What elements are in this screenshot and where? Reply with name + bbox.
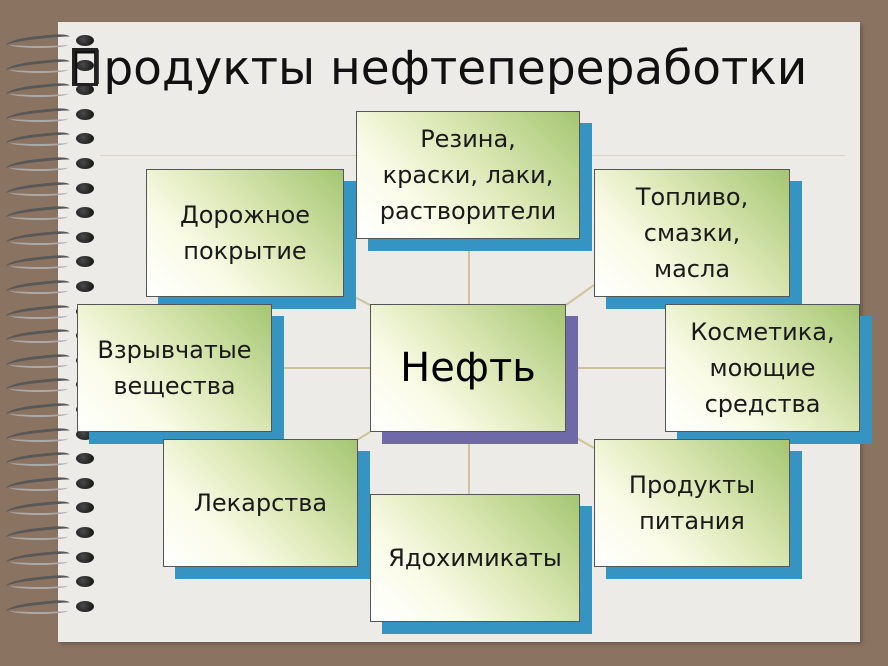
spiral-wire-highlight	[10, 459, 68, 467]
binding-hole	[76, 108, 94, 120]
node-explosives: Взрывчатые вещества	[77, 304, 272, 432]
spiral-ring	[5, 450, 102, 470]
binding-hole	[76, 158, 94, 169]
spiral-ring	[5, 180, 102, 199]
spiral-ring	[5, 573, 102, 593]
slide-title: Продукты нефтепереработки	[68, 41, 808, 96]
binding-hole	[76, 428, 94, 440]
spiral-ring	[5, 598, 102, 618]
spiral-ring	[5, 81, 102, 101]
spiral-wire-highlight	[10, 115, 68, 122]
spiral-wire-highlight	[10, 558, 68, 565]
spiral-wire-highlight	[10, 582, 68, 590]
binding-hole	[76, 133, 94, 145]
binding-hole	[76, 231, 94, 243]
spiral-wire-highlight	[10, 336, 68, 344]
spiral-wire-highlight	[10, 607, 68, 614]
spiral-wire-highlight	[10, 139, 68, 147]
binding-hole	[76, 477, 94, 489]
node-pesticides: Ядохимикаты	[370, 494, 580, 622]
spiral-wire-highlight	[10, 164, 68, 171]
binding-hole	[76, 502, 94, 514]
spiral-ring	[5, 524, 102, 544]
spiral-wire-highlight	[10, 41, 68, 48]
spiral-ring	[5, 500, 102, 519]
spiral-wire-highlight	[10, 287, 68, 294]
node-fuel-lubricants: Топливо, смазки, масла	[594, 169, 790, 297]
spiral-ring	[5, 549, 102, 568]
spiral-wire-highlight	[10, 189, 68, 196]
spiral-wire-highlight	[10, 533, 68, 540]
binding-hole	[76, 59, 94, 71]
node-road-surface: Дорожное покрытие	[146, 169, 344, 297]
binding-hole	[76, 453, 94, 465]
spiral-ring	[5, 426, 102, 445]
spiral-wire-highlight	[10, 90, 68, 98]
spiral-wire-highlight	[10, 312, 68, 319]
spiral-wire-highlight	[10, 435, 68, 442]
node-medicine: Лекарства	[163, 439, 358, 567]
spiral-wire-highlight	[10, 385, 68, 393]
spiral-ring	[5, 475, 102, 495]
spiral-wire-highlight	[10, 213, 68, 221]
spiral-ring	[5, 106, 102, 126]
spiral-ring	[5, 131, 102, 150]
spiral-ring	[5, 278, 102, 298]
node-cosmetics-detergents: Косметика, моющие средства	[665, 304, 860, 432]
binding-hole	[76, 207, 94, 219]
binding-hole	[76, 527, 94, 538]
spiral-wire-highlight	[10, 361, 68, 368]
spiral-wire-highlight	[10, 484, 68, 491]
binding-hole	[76, 256, 94, 268]
spiral-ring	[5, 32, 102, 52]
binding-hole	[76, 600, 94, 612]
spiral-wire-highlight	[10, 66, 68, 73]
node-food-products: Продукты питания	[594, 439, 790, 567]
binding-hole	[76, 84, 94, 96]
node-rubber-paints: Резина, краски, лаки, растворители	[356, 111, 580, 239]
spiral-ring	[5, 57, 102, 76]
connector-top-right	[565, 284, 595, 306]
spiral-ring	[5, 204, 102, 224]
binding-hole	[76, 551, 94, 563]
spiral-wire-highlight	[10, 262, 68, 270]
spiral-wire-highlight	[10, 410, 68, 417]
spiral-wire-highlight	[10, 508, 68, 516]
connector-bottom-left	[356, 431, 371, 441]
binding-hole	[76, 182, 94, 194]
spiral-wire-highlight	[10, 238, 68, 245]
binding-hole	[76, 576, 94, 588]
node-oil-center: Нефть	[370, 304, 566, 432]
spiral-ring	[5, 254, 102, 273]
binding-hole	[76, 281, 94, 292]
title-box-glyph	[72, 48, 98, 86]
spiral-ring	[5, 155, 102, 175]
spiral-ring	[5, 229, 102, 249]
binding-hole	[76, 35, 94, 46]
